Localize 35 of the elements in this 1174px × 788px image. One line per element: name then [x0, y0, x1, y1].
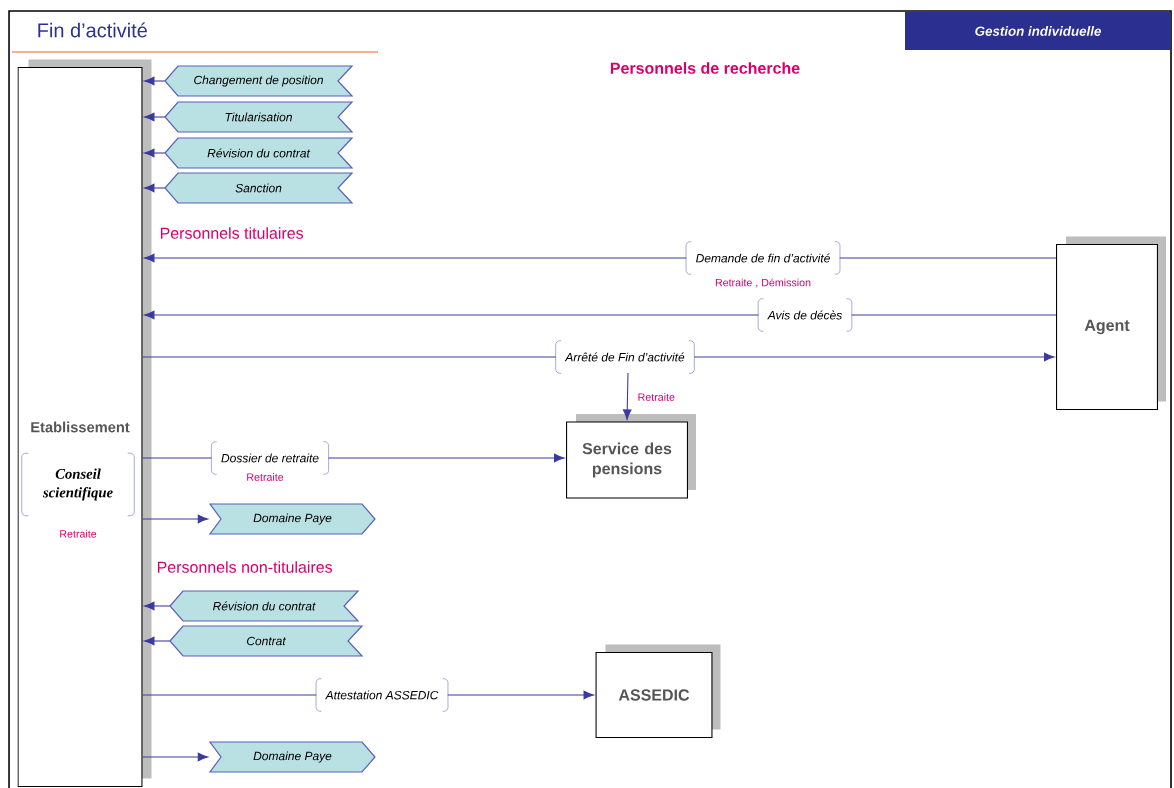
arrow [144, 76, 166, 86]
title: Fin d’activité [38, 22, 147, 38]
chevron-tag: Domaine Paye [208, 503, 376, 535]
chevron-tag: Sanction [164, 172, 354, 204]
chevron-tag: Contrat [169, 625, 364, 657]
process-box: Service des pensions [566, 414, 696, 499]
edge-label: Arrêté de Fin d’activité [555, 340, 695, 374]
chevron-tag: Changement de position [164, 65, 354, 97]
header-band: Gestion individuelle [905, 12, 1171, 50]
section-heading: Personnels titulaires [160, 227, 304, 239]
process-box: ASSEDIC [595, 644, 721, 739]
section-heading: Personnels non-titulaires [157, 561, 333, 573]
edge-label: Demande de fin d’activité [685, 241, 841, 275]
arrow [144, 148, 166, 158]
edge-label: Avis de décès [757, 298, 853, 332]
note-text: Retraite [638, 393, 675, 401]
arrow [144, 601, 171, 611]
arrow [623, 371, 632, 420]
bracketed-text: Conseil scientifique [21, 452, 135, 516]
arrow [144, 183, 166, 193]
arrow [144, 310, 1057, 320]
chevron-tag: Révision du contrat [164, 137, 354, 169]
edge-label: Attestation ASSEDIC [315, 678, 449, 712]
arrow [141, 514, 209, 524]
chevron-tag: Titularisation [164, 101, 354, 133]
process-box: Agent [1056, 236, 1166, 411]
chevron-tag: Révision du contrat [169, 590, 360, 622]
arrow [141, 752, 209, 762]
note-text: Retraite [60, 529, 97, 538]
note-text: Retraite , Démission [715, 278, 811, 288]
arrow [144, 112, 166, 122]
arrow [144, 636, 171, 646]
note-text: Retraite [247, 473, 284, 481]
chevron-tag: Domaine Paye [208, 741, 376, 773]
section-heading: Personnels de recherche [610, 62, 800, 74]
